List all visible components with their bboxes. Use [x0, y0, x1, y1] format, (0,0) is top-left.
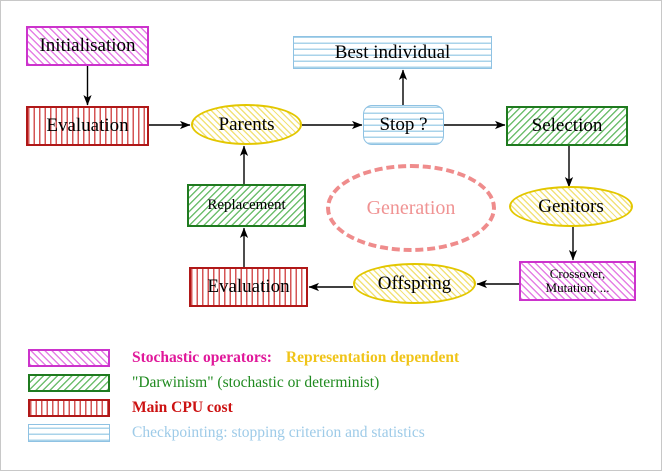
node-offspring-label: Offspring [377, 272, 452, 294]
node-replacement[interactable]: Replacement [187, 184, 306, 227]
node-best-individual[interactable]: Best individual [293, 36, 492, 69]
legend-swatch-cpu [28, 399, 110, 417]
node-selection-label: Selection [531, 115, 603, 137]
node-evaluation-bottom[interactable]: Evaluation [189, 267, 308, 307]
node-initialisation[interactable]: Initialisation [26, 26, 149, 66]
legend-label-cpu: Main CPU cost [132, 399, 233, 416]
node-parents[interactable]: Parents [191, 104, 302, 145]
node-stop-label: Stop ? [379, 114, 428, 136]
node-genitors-label: Genitors [538, 195, 604, 217]
generation-label: Generation [366, 196, 456, 219]
legend-label-checkpointing: Checkpointing: stopping criterion and st… [132, 424, 425, 441]
generation-annotation-ellipse: Generation [326, 164, 496, 252]
legend-label-representation: Representation dependent [285, 349, 460, 366]
legend-row-checkpointing: Checkpointing: stopping criterion and st… [28, 423, 425, 443]
node-crossover-mutation-label: Crossover, Mutation, ... [545, 266, 610, 295]
node-evaluation-top[interactable]: Evaluation [26, 106, 149, 146]
node-stop[interactable]: Stop ? [363, 105, 444, 145]
legend-swatch-stochastic [28, 349, 110, 367]
node-evaluation-bottom-label: Evaluation [207, 276, 290, 298]
legend-label-darwinism: "Darwinism" (stochastic or determinist) [132, 374, 380, 391]
legend-swatch-darwinism [28, 374, 110, 392]
node-evaluation-top-label: Evaluation [46, 115, 129, 137]
node-offspring[interactable]: Offspring [353, 263, 476, 304]
legend-row-stochastic: Stochastic operators: Representation dep… [28, 348, 459, 368]
node-selection[interactable]: Selection [506, 106, 628, 146]
legend-swatch-checkpointing [28, 424, 110, 442]
node-genitors[interactable]: Genitors [509, 186, 633, 227]
node-crossover-mutation[interactable]: Crossover, Mutation, ... [519, 261, 636, 301]
node-initialisation-label: Initialisation [39, 35, 136, 57]
legend-label-stochastic: Stochastic operators: [132, 349, 272, 366]
node-best-individual-label: Best individual [334, 41, 451, 63]
legend-row-cpu: Main CPU cost [28, 398, 233, 418]
node-replacement-label: Replacement [207, 196, 286, 213]
legend-row-darwinism: "Darwinism" (stochastic or determinist) [28, 373, 379, 393]
node-parents-label: Parents [218, 113, 275, 135]
